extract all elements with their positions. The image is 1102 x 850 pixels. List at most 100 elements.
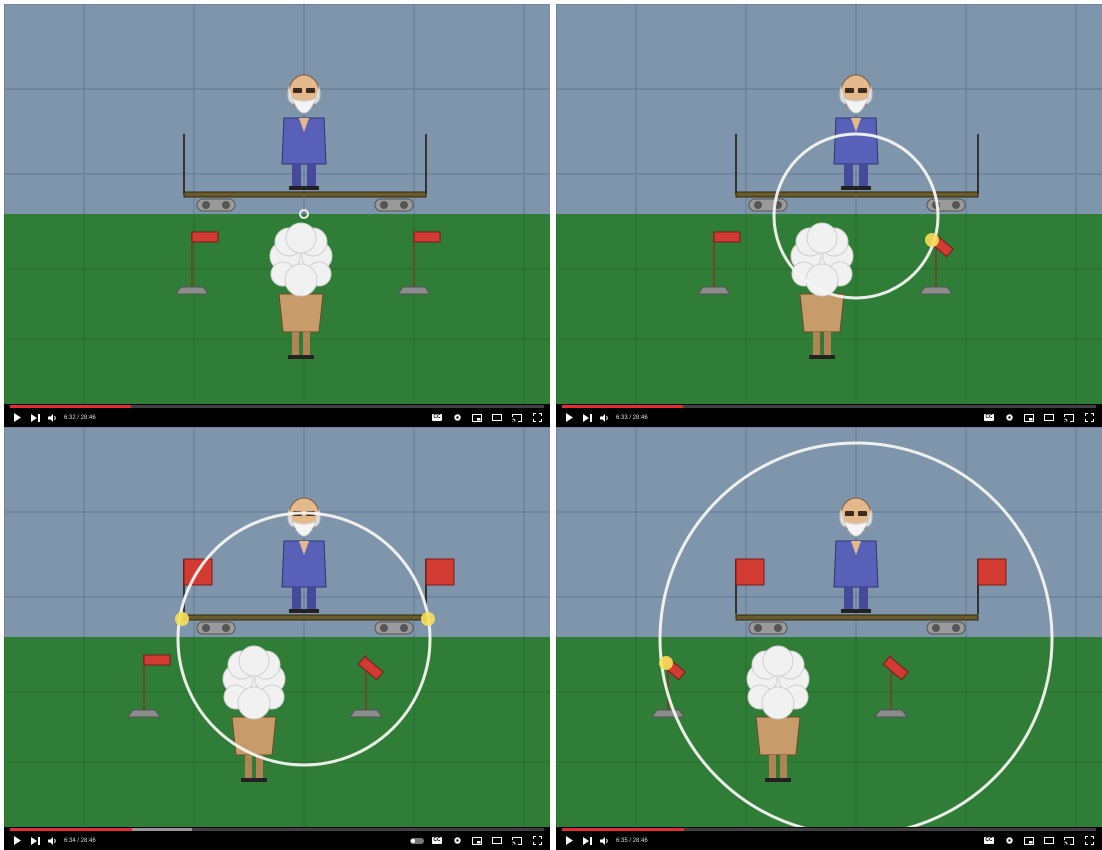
volume-button[interactable]	[596, 408, 614, 427]
play-button[interactable]	[560, 408, 578, 427]
wheel	[952, 201, 960, 209]
video-frame[interactable]	[4, 427, 550, 827]
cast-button[interactable]	[508, 408, 526, 427]
play-button[interactable]	[8, 831, 26, 850]
settings-button[interactable]	[1000, 831, 1018, 850]
subtitles-button[interactable]: CC	[980, 408, 998, 427]
observer-leg-left	[292, 332, 299, 356]
cast-button[interactable]	[1060, 408, 1078, 427]
flag-cloth	[714, 232, 740, 242]
next-button[interactable]	[26, 408, 44, 427]
player-controls: 6:33 / 28:46 CC	[556, 408, 1102, 427]
miniplayer-button[interactable]	[1020, 831, 1038, 850]
subtitles-button[interactable]: CC	[428, 831, 446, 850]
conductor-leg-right	[307, 587, 316, 611]
fullscreen-icon	[1085, 413, 1094, 422]
flatcar-deck	[184, 615, 426, 620]
observer-shoes	[809, 355, 835, 359]
theater-button[interactable]	[1040, 408, 1058, 427]
observer-body	[756, 717, 800, 755]
wheel	[222, 624, 230, 632]
observer-hair	[791, 223, 853, 296]
next-button[interactable]	[578, 408, 596, 427]
observer-leg-left	[245, 755, 252, 779]
autoplay-toggle[interactable]	[408, 831, 426, 850]
wheel	[380, 201, 388, 209]
observer-shoes	[241, 778, 267, 782]
gear-icon	[1005, 836, 1014, 845]
observer-leg-left	[769, 755, 776, 779]
fullscreen-button[interactable]	[1080, 831, 1098, 850]
flag-base	[176, 287, 208, 294]
elevated-flag-cloth	[736, 559, 764, 585]
light-flash	[659, 656, 673, 670]
wheel	[222, 201, 230, 209]
sky	[4, 427, 550, 637]
conductor-shoes	[841, 609, 871, 613]
play-button[interactable]	[8, 408, 26, 427]
play-button[interactable]	[560, 831, 578, 850]
miniplayer-button[interactable]	[1020, 408, 1038, 427]
video-player-top-left[interactable]: 6:32 / 28:46 CC	[4, 4, 550, 427]
glasses-left	[845, 88, 854, 93]
wheel	[932, 624, 940, 632]
sky	[556, 4, 1102, 214]
next-icon	[583, 837, 592, 845]
cc-icon: CC	[984, 414, 993, 421]
video-frame[interactable]	[4, 4, 550, 404]
video-player-top-right[interactable]: 6:33 / 28:46 CC	[556, 4, 1102, 427]
video-player-bottom-right[interactable]: 6:35 / 28:46 CC	[556, 427, 1102, 850]
cast-button[interactable]	[508, 831, 526, 850]
settings-button[interactable]	[448, 831, 466, 850]
player-controls: 6:34 / 28:46 CC	[4, 831, 550, 850]
observer-leg-left	[813, 332, 820, 356]
flag-cloth	[144, 655, 170, 665]
video-frame[interactable]	[556, 427, 1102, 827]
observer-shoes	[288, 355, 314, 359]
cast-icon	[1064, 837, 1074, 845]
video-frame[interactable]	[556, 4, 1102, 404]
flag-base	[652, 710, 684, 717]
light-flash	[175, 612, 189, 626]
observer-hair	[747, 646, 809, 719]
subtitles-button[interactable]: CC	[980, 831, 998, 850]
subtitles-button[interactable]: CC	[428, 408, 446, 427]
conductor-leg-left	[292, 587, 301, 611]
wheel	[400, 201, 408, 209]
light-flash	[421, 612, 435, 626]
conductor-leg-right	[859, 587, 868, 611]
flatcar-deck	[184, 192, 426, 197]
glasses-right	[306, 88, 315, 93]
theater-button[interactable]	[488, 831, 506, 850]
volume-icon	[600, 414, 610, 422]
volume-button[interactable]	[44, 408, 62, 427]
next-icon	[31, 414, 40, 422]
theater-button[interactable]	[488, 408, 506, 427]
volume-button[interactable]	[44, 831, 62, 850]
video-player-bottom-left[interactable]: 6:34 / 28:46 CC	[4, 427, 550, 850]
fullscreen-button[interactable]	[528, 408, 546, 427]
theater-button[interactable]	[1040, 831, 1058, 850]
miniplayer-button[interactable]	[468, 408, 486, 427]
gear-icon	[1005, 413, 1014, 422]
fullscreen-button[interactable]	[1080, 408, 1098, 427]
cast-button[interactable]	[1060, 831, 1078, 850]
elevated-flag-cloth	[978, 559, 1006, 585]
next-button[interactable]	[26, 831, 44, 850]
observer-body	[800, 294, 844, 332]
miniplayer-button[interactable]	[468, 831, 486, 850]
observer-shoes	[765, 778, 791, 782]
next-button[interactable]	[578, 831, 596, 850]
flag-base	[920, 287, 952, 294]
fullscreen-button[interactable]	[528, 831, 546, 850]
observer-leg-right	[824, 332, 831, 356]
player-controls: 6:35 / 28:46 CC	[556, 831, 1102, 850]
flag-cloth	[414, 232, 440, 242]
settings-button[interactable]	[1000, 408, 1018, 427]
time-display: 6:32 / 28:46	[64, 415, 96, 421]
player-controls: 6:32 / 28:46 CC	[4, 408, 550, 427]
play-icon	[565, 836, 573, 845]
volume-button[interactable]	[596, 831, 614, 850]
conductor-shoes	[289, 609, 319, 613]
settings-button[interactable]	[448, 408, 466, 427]
